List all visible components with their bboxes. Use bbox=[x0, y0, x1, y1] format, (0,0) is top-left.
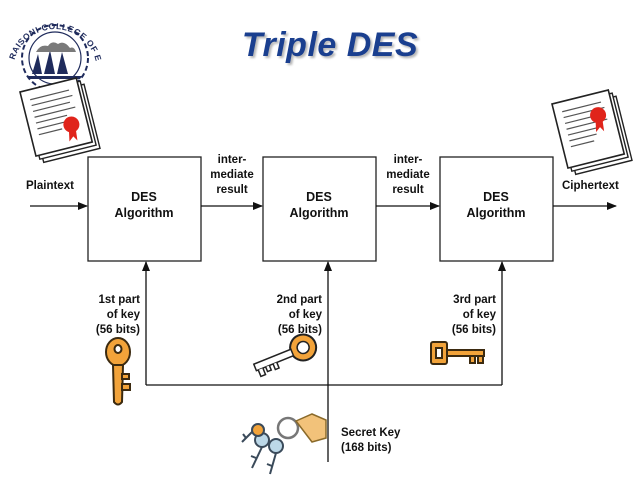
intermediate-label-2: inter- mediate result bbox=[380, 153, 436, 198]
key-part-3-line1: 3rd part bbox=[453, 294, 496, 306]
key-part-3-line3: (56 bits) bbox=[451, 324, 496, 336]
key-part-1-line1: 1st part bbox=[98, 294, 140, 306]
secret-key-line2: (168 bits) bbox=[341, 442, 392, 454]
key-part-2-line1: 2nd part bbox=[276, 294, 322, 306]
key-part-label-1: 1st part of key (56 bits) bbox=[70, 293, 140, 338]
intermediate-1-line1: inter- bbox=[217, 154, 247, 166]
key-icon-3 bbox=[430, 341, 485, 365]
key-part-2-line3: (56 bits) bbox=[277, 324, 322, 336]
intermediate-2-line2: mediate bbox=[386, 169, 430, 181]
des-block-3-line2: Algorithm bbox=[466, 206, 526, 220]
document-icon-right bbox=[551, 88, 633, 176]
des-block-2-line2: Algorithm bbox=[289, 206, 349, 220]
des-box-2 bbox=[262, 156, 377, 262]
ciphertext-label: Ciphertext bbox=[562, 180, 619, 192]
key-part-label-2: 2nd part of key (56 bits) bbox=[248, 293, 322, 338]
des-block-1-line2: Algorithm bbox=[114, 206, 174, 220]
page-title: Triple DES bbox=[241, 26, 419, 64]
keyring-icon bbox=[241, 413, 327, 475]
des-block-1-line1: DES bbox=[131, 190, 157, 204]
des-block-1-text: DES Algorithm bbox=[89, 189, 199, 221]
key-icon-1 bbox=[105, 337, 131, 406]
des-block-2-text: DES Algorithm bbox=[264, 189, 374, 221]
des-block-3-text: DES Algorithm bbox=[441, 189, 551, 221]
intermediate-1-line3: result bbox=[216, 184, 248, 196]
des-block-3-line1: DES bbox=[483, 190, 509, 204]
intermediate-2-line3: result bbox=[392, 184, 424, 196]
plaintext-label: Plaintext bbox=[26, 180, 74, 192]
des-block-2-line1: DES bbox=[306, 190, 332, 204]
key-part-2-line2: of key bbox=[288, 309, 322, 321]
intermediate-2-line1: inter- bbox=[393, 154, 423, 166]
key-part-3-line2: of key bbox=[462, 309, 496, 321]
key-icon-2 bbox=[252, 333, 318, 378]
key-part-label-3: 3rd part of key (56 bits) bbox=[424, 293, 496, 338]
college-logo: RAISONI COLLEGE OF ENGINEER bbox=[0, 0, 103, 92]
intermediate-label-1: inter- mediate result bbox=[204, 153, 260, 198]
secret-key-label: Secret Key (168 bits) bbox=[341, 426, 400, 456]
key-part-1-line3: (56 bits) bbox=[95, 324, 140, 336]
key-part-1-line2: of key bbox=[106, 309, 140, 321]
secret-key-line1: Secret Key bbox=[341, 427, 401, 439]
document-icon-left bbox=[19, 76, 101, 164]
intermediate-1-line2: mediate bbox=[210, 169, 254, 181]
des-box-3 bbox=[439, 156, 554, 262]
